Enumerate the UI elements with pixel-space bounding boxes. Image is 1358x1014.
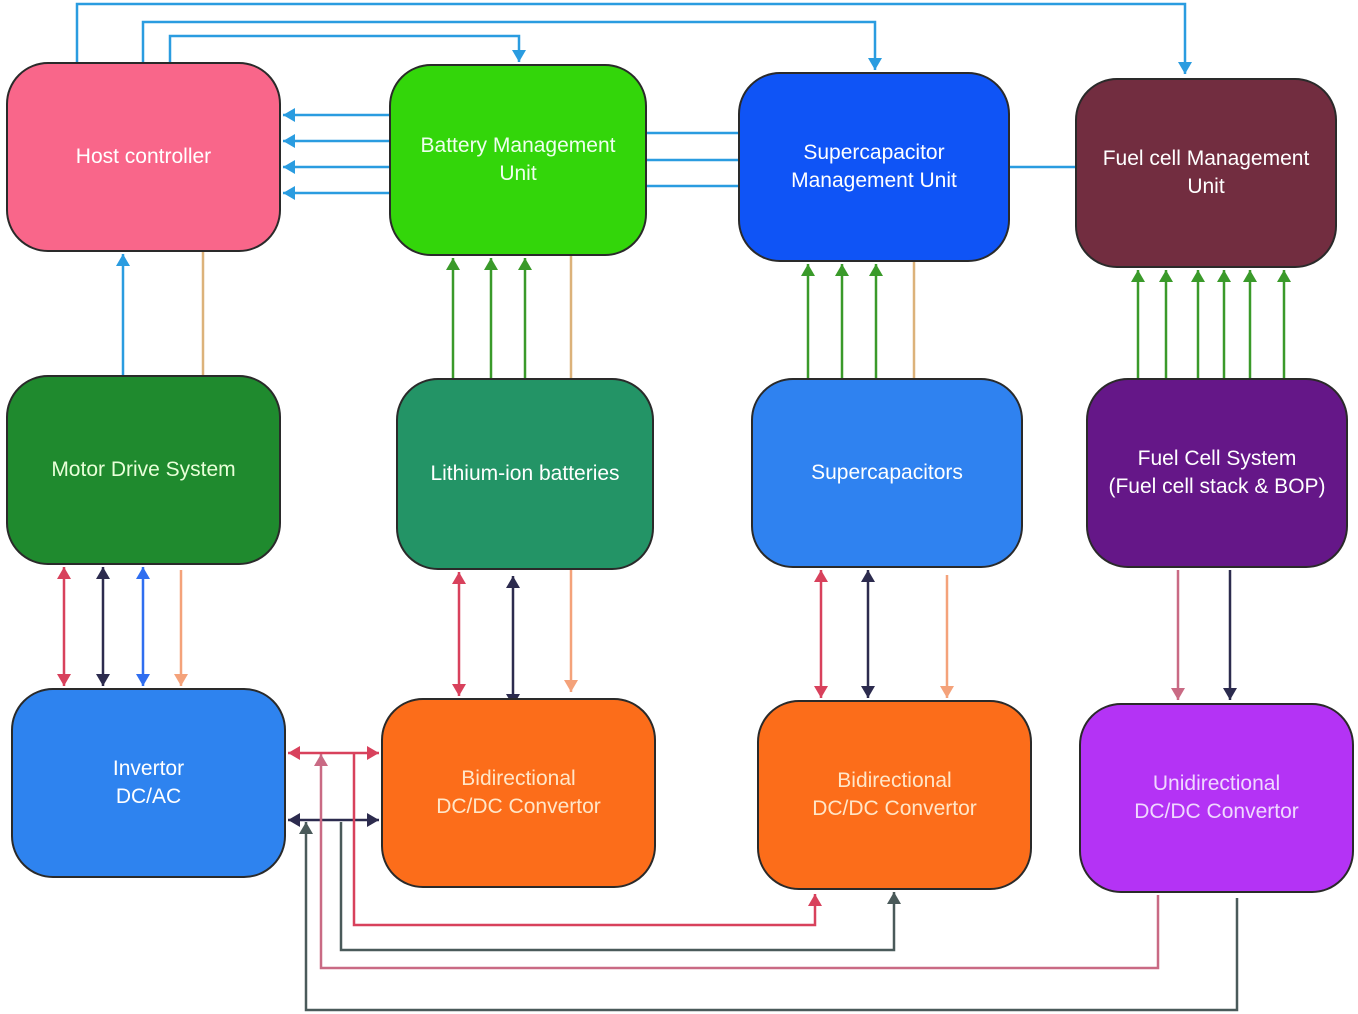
bidirectional-convertor-battery-block: Bidirectional DC/DC Convertor — [381, 698, 656, 888]
arrowhead — [367, 813, 379, 827]
arrowhead — [518, 258, 532, 270]
arrowhead — [484, 258, 498, 270]
supercapacitors-block: Supercapacitors — [751, 378, 1023, 568]
wire-44 — [319, 754, 1160, 970]
arrowhead — [452, 684, 466, 696]
invertor-dc-ac-block: Invertor DC/AC — [11, 688, 286, 878]
unidirectional-convertor-block: Unidirectional DC/DC Convertor — [1079, 703, 1354, 893]
arrowhead — [283, 160, 295, 174]
arrowhead — [283, 186, 295, 200]
arrowhead — [367, 746, 379, 760]
wire-2 — [141, 20, 877, 70]
arrowhead — [57, 674, 71, 686]
wire-1 — [75, 2, 1187, 74]
arrowhead — [814, 570, 828, 582]
arrowhead — [861, 570, 875, 582]
wire-3 — [168, 34, 521, 62]
motor-drive-system-label: Motor Drive System — [51, 458, 236, 481]
arrowhead — [887, 892, 901, 904]
bidirectional-convertor-supercap-label: Bidirectional DC/DC Convertor — [812, 769, 977, 820]
bidirectional-convertor-supercap-block: Bidirectional DC/DC Convertor — [757, 700, 1032, 890]
fuel-cell-management-unit-block: Fuel cell Management Unit — [1075, 78, 1337, 268]
arrowhead — [1243, 270, 1257, 282]
bidirectional-convertor-battery-label: Bidirectional DC/DC Convertor — [436, 767, 601, 818]
arrowhead — [506, 576, 520, 588]
arrowhead — [814, 686, 828, 698]
host-controller-block: Host controller — [6, 62, 281, 252]
fuel-cell-management-unit-label: Fuel cell Management Unit — [1102, 147, 1310, 198]
wire-45 — [304, 822, 1239, 1012]
arrowhead — [1223, 688, 1237, 700]
wire-42 — [352, 754, 817, 927]
lithium-ion-batteries-label: Lithium-ion batteries — [430, 462, 620, 485]
arrowhead — [869, 264, 883, 276]
battery-management-unit-block: Battery Management Unit — [389, 64, 647, 256]
arrowhead — [1171, 688, 1185, 700]
arrowhead — [512, 50, 526, 62]
fuel-cell-system-label: Fuel Cell System (Fuel cell stack & BOP) — [1108, 447, 1326, 498]
arrowhead — [116, 254, 130, 266]
motor-drive-system-block: Motor Drive System — [6, 375, 281, 565]
supercapacitor-management-unit-block: Supercapacitor Management Unit — [738, 72, 1010, 262]
arrowhead — [57, 567, 71, 579]
lithium-ion-batteries-block: Lithium-ion batteries — [396, 378, 654, 570]
battery-management-unit-label: Battery Management Unit — [420, 134, 616, 185]
invertor-dc-ac-label: Invertor DC/AC — [112, 757, 185, 808]
arrowhead — [299, 822, 313, 834]
arrowhead — [446, 258, 460, 270]
arrowhead — [452, 572, 466, 584]
supercapacitors-label: Supercapacitors — [811, 461, 963, 484]
arrowhead — [283, 134, 295, 148]
arrowhead — [940, 686, 954, 698]
unidirectional-convertor-label: Unidirectional DC/DC Convertor — [1134, 772, 1299, 823]
arrowhead — [288, 746, 300, 760]
supercapacitor-management-unit-label: Supercapacitor Management Unit — [791, 141, 957, 192]
arrowhead — [808, 894, 822, 906]
wire-43 — [339, 822, 896, 952]
arrowhead — [1217, 270, 1231, 282]
arrowhead — [174, 674, 188, 686]
arrowhead — [835, 264, 849, 276]
arrowhead — [1191, 270, 1205, 282]
arrowhead — [283, 108, 295, 122]
arrowhead — [1277, 270, 1291, 282]
arrowhead — [314, 754, 328, 766]
arrowhead — [861, 686, 875, 698]
arrowhead — [1178, 62, 1192, 74]
arrowhead — [564, 680, 578, 692]
fuel-cell-system-block: Fuel Cell System (Fuel cell stack & BOP) — [1086, 378, 1348, 568]
arrowhead — [1131, 270, 1145, 282]
arrowhead — [801, 264, 815, 276]
arrowhead — [136, 567, 150, 579]
arrowhead — [96, 674, 110, 686]
arrowhead — [136, 674, 150, 686]
arrowhead — [96, 567, 110, 579]
arrowhead — [868, 58, 882, 70]
arrowhead — [288, 813, 300, 827]
host-controller-label: Host controller — [75, 145, 212, 168]
arrowhead — [1159, 270, 1173, 282]
